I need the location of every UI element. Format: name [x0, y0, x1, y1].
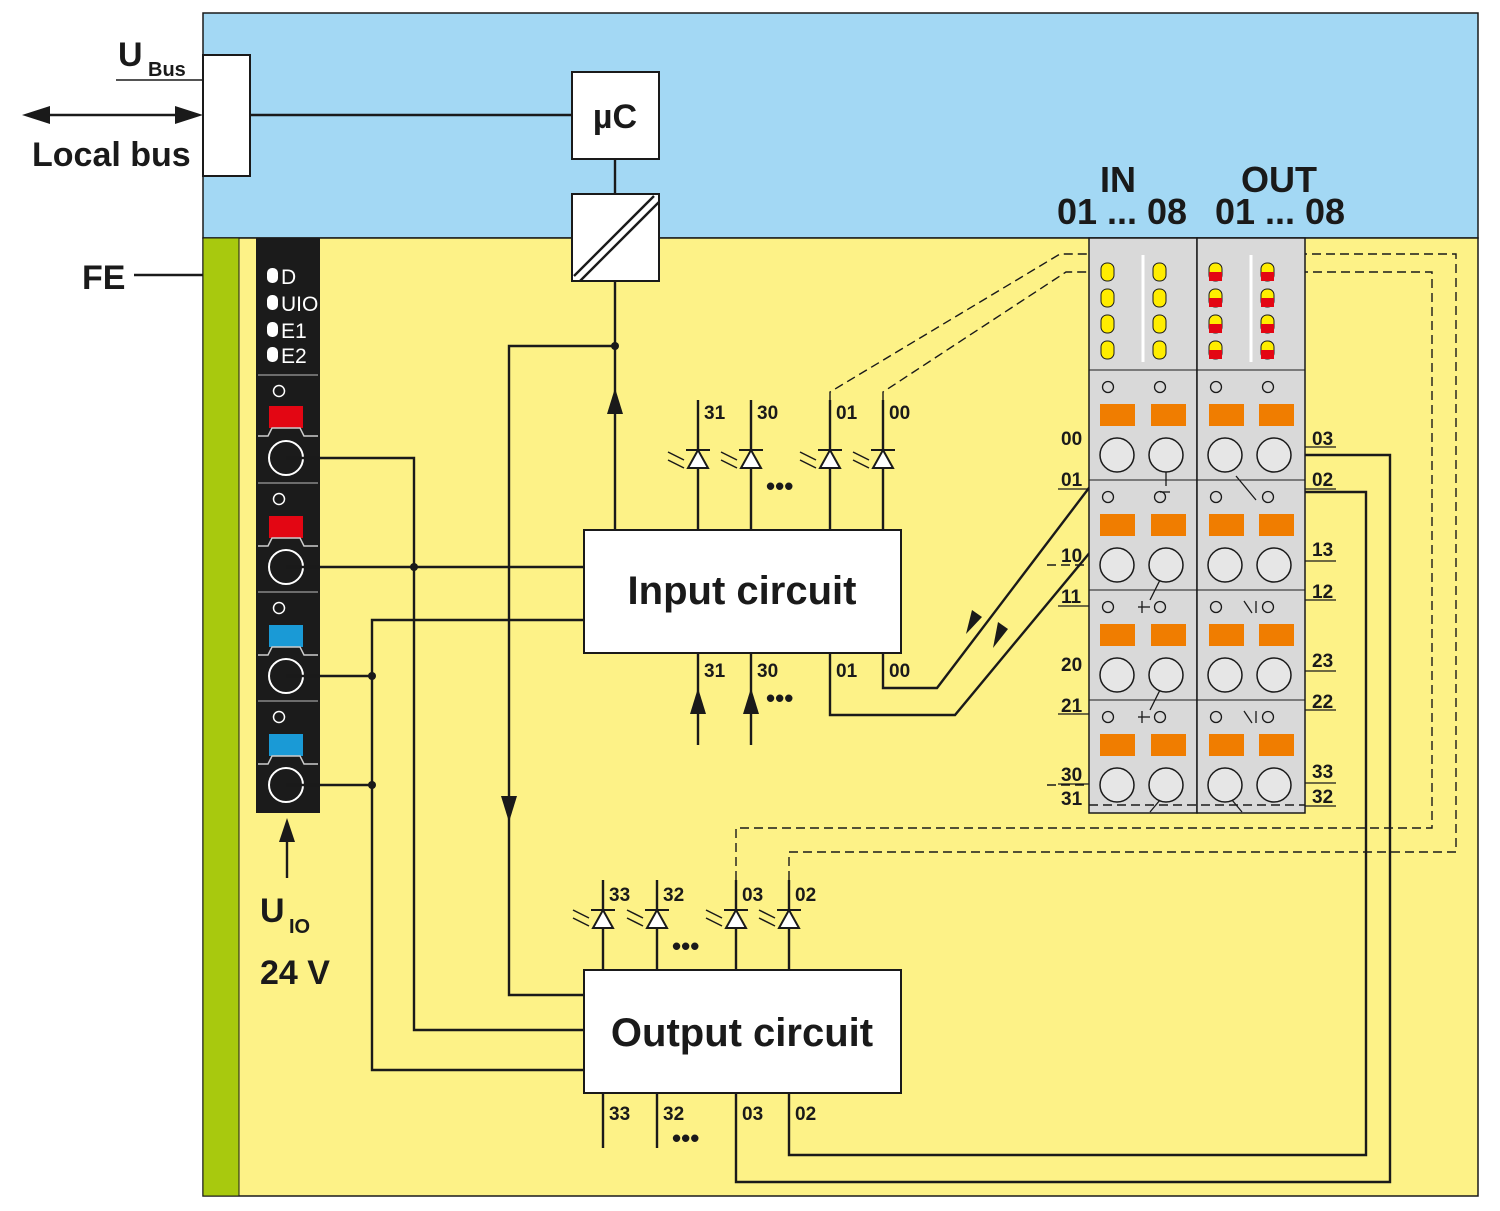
power-connector-3: [258, 601, 318, 702]
input-circuit-block: [583, 529, 902, 654]
output-circuit-label: Output circuit: [611, 1011, 873, 1055]
in-range: 01 ... 08: [1057, 191, 1187, 232]
u-io-subscript: IO: [289, 916, 310, 938]
svg-text:00: 00: [1061, 429, 1082, 450]
local-bus-area: [202, 12, 1479, 239]
svg-text:00: 00: [889, 403, 910, 424]
in-header: IN: [1100, 159, 1136, 200]
microcontroller-label: µC: [593, 98, 637, 136]
out-range: 01 ... 08: [1215, 191, 1345, 232]
terminal-rows: [1047, 380, 1305, 813]
svg-text:33: 33: [609, 1104, 630, 1125]
power-connector-4: [258, 710, 318, 803]
svg-text:31: 31: [1061, 789, 1083, 810]
svg-text:22: 22: [1312, 692, 1333, 713]
u-bus-subscript: Bus: [148, 59, 186, 81]
uc-to-output-arrow-icon: [501, 796, 517, 822]
svg-text:03: 03: [742, 885, 763, 906]
status-led-uio: UIO: [267, 293, 318, 316]
svg-text:20: 20: [1061, 655, 1082, 676]
svg-text:31: 31: [704, 403, 726, 424]
svg-text:30: 30: [1061, 765, 1082, 786]
svg-text:33: 33: [1312, 762, 1333, 783]
input-circuit-label: Input circuit: [628, 569, 857, 613]
svg-text:12: 12: [1312, 582, 1333, 603]
svg-text:02: 02: [795, 1104, 816, 1125]
fe-strip: [202, 237, 240, 1197]
u-io-label: U: [260, 892, 285, 930]
local-bus-label: Local bus: [32, 136, 191, 174]
svg-text:02: 02: [1312, 470, 1333, 491]
svg-text:32: 32: [663, 1104, 684, 1125]
isolation-block: [571, 193, 660, 282]
terminal-labels-left: 00 01 10 11 20 21 30 31: [1061, 429, 1083, 810]
u-bus-label: U: [118, 36, 143, 74]
in-led-list: [1100, 262, 1167, 360]
input-to-uc-arrow-icon: [607, 388, 623, 414]
out-header: OUT: [1241, 159, 1317, 200]
svg-text:03: 03: [742, 1104, 763, 1125]
svg-text:23: 23: [1312, 651, 1333, 672]
output-circuit-block: [583, 969, 902, 1094]
svg-text:E2: E2: [281, 345, 307, 368]
status-led-list: D UIO E1 E2: [267, 266, 318, 368]
svg-text:01: 01: [836, 661, 858, 682]
terminal-labels-right: 03 02 13 12 23 22 33 32: [1312, 429, 1333, 808]
svg-text:10: 10: [1061, 546, 1082, 567]
svg-text:13: 13: [1312, 540, 1333, 561]
out-led-list: [1208, 262, 1275, 360]
status-led-e2: E2: [267, 345, 307, 368]
svg-text:01: 01: [836, 403, 858, 424]
input-pin-group: 31 30 01 00 •••: [690, 454, 1161, 745]
arrow-left-icon: [22, 106, 50, 124]
svg-text:03: 03: [1312, 429, 1333, 450]
power-connector-2: [258, 492, 318, 593]
voltage-label: 24 V: [260, 954, 330, 992]
svg-text:32: 32: [1312, 787, 1333, 808]
bus-connector: [202, 54, 251, 177]
svg-text:01: 01: [1061, 470, 1083, 491]
svg-text:E1: E1: [281, 320, 307, 343]
svg-text:UIO: UIO: [281, 293, 318, 316]
svg-text:00: 00: [889, 661, 910, 682]
svg-text:21: 21: [1061, 696, 1083, 717]
svg-text:30: 30: [757, 403, 778, 424]
svg-text:02: 02: [795, 885, 816, 906]
input-pin-ellipsis: •••: [766, 683, 793, 713]
status-led-d: D: [267, 266, 296, 289]
input-led-group: 31 30 01 00 •••: [667, 400, 910, 530]
arrow-right-icon: [175, 106, 203, 124]
svg-text:33: 33: [609, 885, 630, 906]
output-led-ellipsis: •••: [672, 931, 699, 961]
fe-label: FE: [82, 259, 125, 297]
microcontroller-block: [571, 71, 660, 160]
input-led-ellipsis: •••: [766, 471, 793, 501]
svg-text:32: 32: [663, 885, 684, 906]
svg-text:11: 11: [1061, 587, 1082, 608]
power-connector-1: [258, 384, 318, 484]
uio-arrow-icon: [279, 818, 295, 842]
svg-text:31: 31: [704, 661, 726, 682]
svg-text:30: 30: [757, 661, 778, 682]
output-pin-ellipsis: •••: [672, 1123, 699, 1153]
svg-text:D: D: [281, 266, 296, 289]
status-led-e1: E1: [267, 320, 307, 343]
